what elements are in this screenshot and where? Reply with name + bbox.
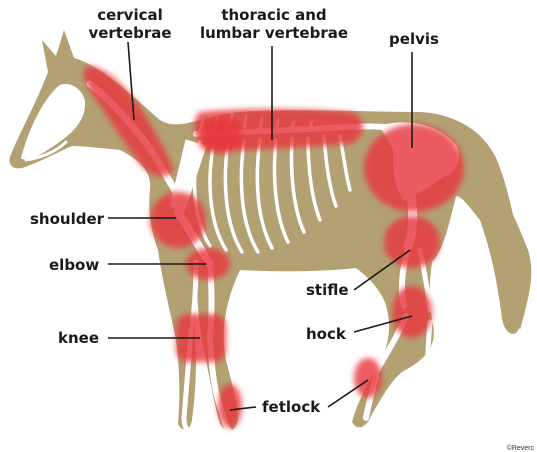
label-hock: hock <box>306 325 347 343</box>
highlight-hind-fetlock <box>354 358 382 398</box>
label-cervical-line1: cervical <box>97 6 163 24</box>
label-thoracic-line1: thoracic and <box>221 6 326 24</box>
horse-silhouette <box>10 30 532 430</box>
highlight-pelvis <box>364 124 464 212</box>
highlight-hock <box>392 286 432 338</box>
highlight-stifle <box>384 216 440 268</box>
label-pelvis: pelvis <box>389 30 439 48</box>
highlight-withers <box>202 118 242 154</box>
label-cervical-line2: vertebrae <box>88 24 171 42</box>
label-stifle: stifle <box>306 281 349 299</box>
label-thoracic-line2: lumbar vertebrae <box>200 24 348 42</box>
label-knee: knee <box>58 329 99 347</box>
highlight-front-fetlock <box>218 384 242 428</box>
highlight-shoulder <box>150 192 206 248</box>
label-fetlock: fetlock <box>262 398 321 416</box>
label-shoulder: shoulder <box>30 210 105 228</box>
label-elbow: elbow <box>49 256 99 274</box>
copyright-text: ©Reverc <box>507 444 535 452</box>
